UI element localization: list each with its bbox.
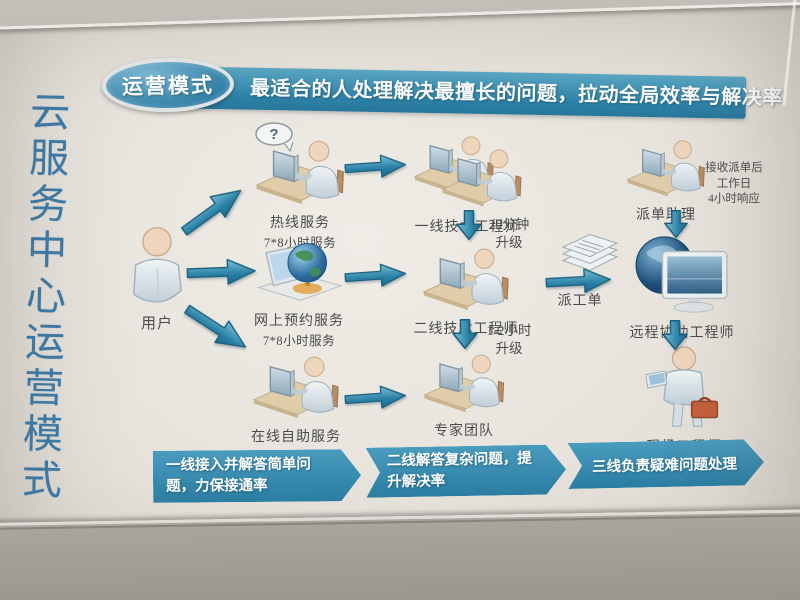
arrow-booking-to-line2-icon xyxy=(343,259,409,292)
node-self-label: 在线自助服务 xyxy=(251,430,341,445)
line1-engineers-icon xyxy=(407,132,527,210)
note-line: 接收派单后 xyxy=(705,162,763,174)
line2-engineer-icon xyxy=(418,246,514,312)
arrow-assistant-to-remote-icon xyxy=(662,209,690,239)
arrow-line1-to-line2-icon xyxy=(454,209,484,241)
node-booking-label: 网上预约服务 xyxy=(254,314,344,329)
arrow-line2-to-experts-icon xyxy=(450,317,480,351)
dispatch-assistant-note: 接收派单后 工作日 4小时响应 xyxy=(698,161,770,208)
dispatch-desk-icon xyxy=(622,138,710,198)
arrow-user-to-hotline-icon xyxy=(173,175,252,245)
escalation-time: 20分钟 xyxy=(488,217,530,232)
expert-desk-icon xyxy=(418,352,510,414)
laptop-globe-icon xyxy=(251,238,347,304)
wall-top-strip xyxy=(0,0,800,31)
globe-monitor-icon xyxy=(630,234,734,316)
node-user-label: 用户 xyxy=(140,316,173,332)
footer-banner-line2: 二线解答复杂问题，提升解决率 xyxy=(366,444,567,497)
escalation-word: 升级 xyxy=(495,235,523,251)
question-bubble-icon: ? xyxy=(255,122,294,153)
node-experts-label: 专家团队 xyxy=(434,424,494,439)
node-online-booking: 网上预约服务 7*8小时服务 xyxy=(244,238,354,349)
node-expert-team: 专家团队 xyxy=(412,352,516,440)
user-icon xyxy=(126,226,188,304)
note-line: 工作日 xyxy=(716,177,752,190)
self-service-desk-icon xyxy=(248,354,344,420)
node-hotline-service: ? 热线服务 7*8小时服务 xyxy=(246,122,354,251)
node-booking-hours: 7*8小时服务 xyxy=(262,334,336,348)
arrow-hotline-to-line1-icon xyxy=(343,150,409,183)
arrow-self-to-experts-icon xyxy=(343,381,409,414)
escalation-label-line2: 1-2小时 升级 xyxy=(480,322,538,358)
footer-banner-line3: 三线负责疑难问题处理 xyxy=(568,439,765,489)
footer-banner-line1: 一线接入并解答简单问题，力保接通率 xyxy=(153,449,361,503)
note-line: 4小时响应 xyxy=(708,193,760,206)
node-user: 用户 xyxy=(116,226,198,333)
arrow-user-to-booking-icon xyxy=(185,255,258,289)
frame-right-edge xyxy=(782,0,797,106)
banner-headline: 最适合的人处理解决最擅长的问题，拉动全局效率与解决率 xyxy=(157,66,783,119)
escalation-label-line1: 20分钟 升级 xyxy=(482,216,536,252)
arrow-remote-to-field-icon xyxy=(660,319,690,351)
node-hotline-label: 热线服务 xyxy=(270,216,330,231)
node-online-self-service: 在线自助服务 7*24小时服务 xyxy=(240,354,352,465)
node-field-engineer: 现场工程师 xyxy=(634,346,734,456)
escalation-time: 1-2小时 xyxy=(486,323,532,338)
field-engineer-icon xyxy=(642,346,726,430)
svg-text:?: ? xyxy=(269,126,278,143)
poster-side-title: 云服务中心运营模式 xyxy=(21,89,71,504)
node-dispatch-order-label: 派工单 xyxy=(557,294,603,309)
escalation-word: 升级 xyxy=(495,341,523,357)
wall-bottom-strip xyxy=(0,508,800,600)
hotline-desk-icon: ? xyxy=(250,122,350,206)
